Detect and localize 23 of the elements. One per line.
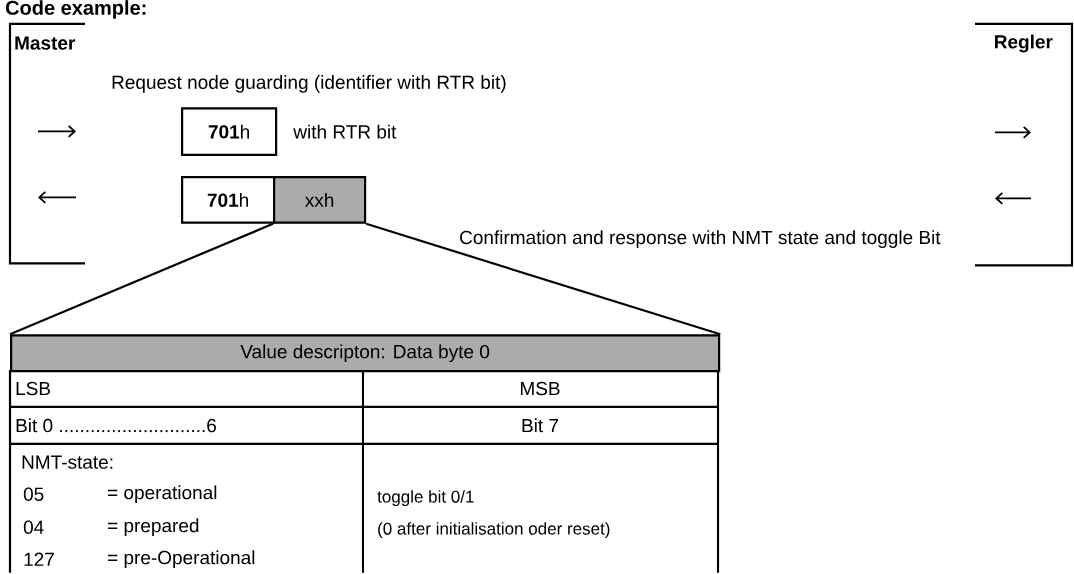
table-text: 04 (23, 520, 44, 534)
table-text: (0 after initialisation oder reset) (378, 522, 610, 538)
leader-line (365, 222, 721, 336)
table-text: = operational (108, 485, 217, 504)
table-text: 05 (23, 487, 44, 501)
identifier-box: 701h (181, 176, 276, 224)
table-text: = pre-Operational (108, 550, 255, 569)
box-caption: with RTR bit (293, 124, 397, 139)
table-text: Bit 0 ............................6 (16, 418, 216, 433)
table-text: = prepared (108, 518, 199, 537)
message-text: Confirmation and response with NMT state and toggle Bit (460, 230, 941, 248)
leader-line (9, 222, 274, 336)
table-text: 127 (24, 552, 54, 566)
device-bracket: Regler (975, 22, 1074, 267)
device-bracket: Master (8, 22, 85, 265)
identifier-box: 701h (181, 107, 278, 156)
table-header: Value descripton: Data byte 0 (10, 334, 721, 373)
table-text: Bit 7 (522, 418, 559, 433)
table-text: toggle bit 0/1 (377, 490, 474, 507)
data-byte-box: xxh (273, 176, 367, 224)
table-text: NMT-state: (22, 455, 113, 469)
message-text: Request node guarding (identifier with RTR bit) (112, 75, 506, 93)
title: Code example: (5, 0, 146, 19)
